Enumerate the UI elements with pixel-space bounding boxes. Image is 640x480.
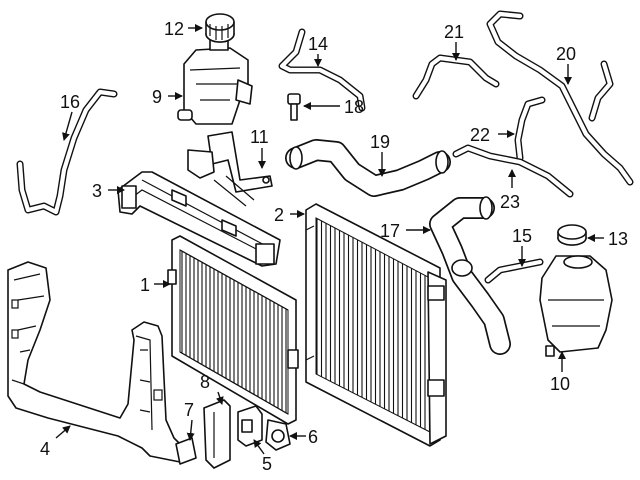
callout-15: 15 <box>512 226 532 246</box>
callout-labels: 12 9 14 18 11 16 3 19 21 20 22 23 2 17 1… <box>40 19 628 474</box>
part-19-radiator-hose <box>285 139 451 197</box>
part-3-upper-crossmember <box>117 171 281 267</box>
callout-6: 6 <box>308 427 318 447</box>
callout-4: 4 <box>40 439 50 459</box>
part-9-expansion-tank <box>177 39 253 125</box>
callout-3: 3 <box>92 181 102 201</box>
part-17-radiator-hose <box>429 196 511 355</box>
part-23-hose <box>452 144 574 198</box>
part-4-radiator-support <box>7 261 187 463</box>
part-11-bracket <box>187 131 273 207</box>
callout-11: 11 <box>250 127 269 147</box>
part-6-mount <box>265 419 291 451</box>
part-7-clip <box>175 437 197 465</box>
part-2-radiator <box>305 203 447 447</box>
part-8-bracket <box>203 399 231 469</box>
callout-18: 18 <box>344 97 364 117</box>
part-21-hose <box>412 54 500 100</box>
callout-1: 1 <box>140 275 150 295</box>
part-14-hose <box>278 28 366 112</box>
part-22-hose <box>514 96 546 162</box>
callout-9: 9 <box>152 87 162 107</box>
callout-22: 22 <box>470 125 490 145</box>
leader-lines <box>55 24 604 455</box>
callout-8: 8 <box>200 372 210 392</box>
part-10-expansion-tank <box>539 255 613 357</box>
callout-21: 21 <box>444 22 464 42</box>
part-15-hose <box>484 258 544 284</box>
part-1-condenser <box>167 235 299 425</box>
part-5-mount <box>237 405 263 447</box>
callout-10: 10 <box>550 374 570 394</box>
callout-13: 13 <box>608 229 628 249</box>
part-18-sensor <box>287 93 301 121</box>
part-13-cap <box>557 224 587 246</box>
callout-17: 17 <box>380 221 400 241</box>
callout-2: 2 <box>274 205 284 225</box>
callout-5: 5 <box>262 454 272 474</box>
callout-12: 12 <box>164 19 184 39</box>
part-16-hose <box>16 88 118 216</box>
callout-7: 7 <box>184 400 194 420</box>
callout-14: 14 <box>308 34 328 54</box>
callout-16: 16 <box>60 92 80 112</box>
part-12-cap <box>205 13 235 43</box>
part-20-hose <box>486 10 634 186</box>
callout-23: 23 <box>500 192 520 212</box>
callout-19: 19 <box>370 132 390 152</box>
callout-20: 20 <box>556 44 576 64</box>
